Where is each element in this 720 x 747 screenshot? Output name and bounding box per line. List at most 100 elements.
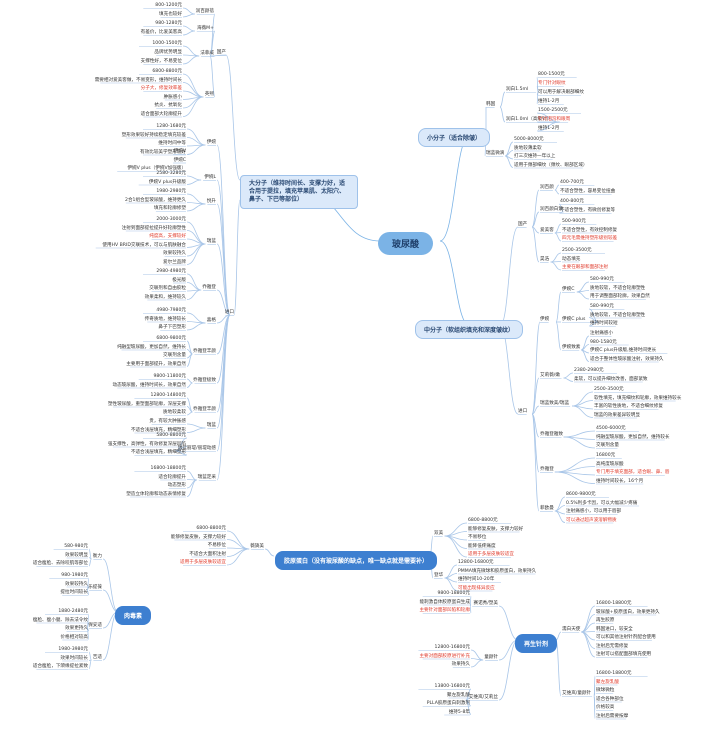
leaf-label: 国产 xyxy=(518,222,528,227)
topic-medium-molecule[interactable]: 中分子（软组织填充和深度皱纹） xyxy=(415,320,524,339)
leaf-label: 5000-8000元 xyxy=(514,137,544,142)
connector-line xyxy=(593,695,596,719)
connector-line xyxy=(499,91,506,108)
leaf-label: 瑞蓝 xyxy=(206,239,216,244)
leaf-label: 维持1-2月 xyxy=(538,126,560,131)
leaf-label: 能降低疼痛度 xyxy=(468,543,496,549)
connector-line xyxy=(554,510,566,523)
leaf-label: 交联剂含量 xyxy=(596,443,619,448)
leaf-label: 伊婉C xyxy=(173,157,186,163)
connector-line xyxy=(531,413,540,473)
connector-line xyxy=(499,106,506,123)
connector-line xyxy=(555,631,562,641)
leaf-label: 2000-3000元 xyxy=(156,217,186,222)
leaf-label: 效果时间较长 xyxy=(60,655,88,661)
leaf-label: 国产 xyxy=(216,50,226,55)
topic-collagen[interactable]: 胶原蛋白（没有玻尿酸的缺点，唯一缺点就是需要补） xyxy=(275,551,438,570)
leaf-label: 瑞蓝 xyxy=(206,423,216,428)
connector-line xyxy=(209,55,216,98)
leaf-label: 需要相对爱美客做，不易变形，维持时间长 xyxy=(94,77,182,83)
connector-line xyxy=(186,144,206,155)
leaf-label: 伊婉致素 xyxy=(562,345,581,350)
leaf-label: 4980-7980元 xyxy=(156,308,186,313)
leaf-label: 菲欧曼 xyxy=(540,506,554,511)
leaf-label: 主要在眼部和面部注射 xyxy=(562,265,608,270)
leaf-label: 注射后需要按摩 xyxy=(596,713,629,719)
leaf-label: 专门针对眼纹 xyxy=(538,81,566,86)
leaf-label: 不适合浅层填充，精细塑形 xyxy=(130,450,186,455)
leaf-label: 昊浩 xyxy=(540,257,550,262)
connector-line xyxy=(216,289,231,316)
connector-line xyxy=(209,30,216,57)
leaf-label: 英熙 xyxy=(204,92,214,97)
connector-line xyxy=(182,55,200,65)
leaf-label: 瑞蓝的效果差异较明显 xyxy=(594,412,640,418)
leaf-label: 可能出现排异反应 xyxy=(458,585,495,591)
leaf-label: 乐提葆 xyxy=(88,585,102,590)
topic-large-molecule[interactable]: 大分子（维持时间长、支撑力好，适合用于提拉，填充苹果肌、太阳穴、鼻子、下巴等部位… xyxy=(240,175,358,209)
connector-line xyxy=(226,548,250,566)
leaf-label: 注射后无需修复 xyxy=(596,643,629,649)
connector-line xyxy=(186,175,202,181)
leaf-label: 伊婉C plus xyxy=(562,317,586,322)
center-node[interactable]: 玻尿酸 xyxy=(378,232,434,255)
leaf-label: 伊婉V plus升级版 xyxy=(148,179,186,185)
leaf-label: 专门用于填充面部，适合眼、鼻、唇 xyxy=(596,470,670,475)
connector-line xyxy=(86,589,90,596)
connector-line xyxy=(175,450,188,456)
leaf-label: 质地较柔软 xyxy=(163,410,186,415)
leaf-label: 玻尿酸+胶原蛋白，效果更持久 xyxy=(596,609,660,615)
leaf-label: 1980-2980元 xyxy=(156,189,186,194)
leaf-label: 不适合塑性，容易变位扭曲 xyxy=(560,189,616,194)
connector-line xyxy=(216,314,231,429)
connector-line xyxy=(186,273,202,291)
leaf-label: 打三次维持一年以上 xyxy=(514,154,556,159)
leaf-label: 2380-2980元 xyxy=(574,368,604,373)
leaf-label: 2580-3280元 xyxy=(156,171,186,176)
connector-line xyxy=(186,378,193,384)
leaf-label: 瑞蓝定采 xyxy=(197,475,216,480)
leaf-label: 效果更持久 xyxy=(65,626,88,631)
leaf-label: 瑞蓝微滴 xyxy=(486,151,505,156)
connector-line xyxy=(550,252,562,263)
connector-line xyxy=(581,631,596,649)
connector-line xyxy=(531,226,540,234)
connector-line xyxy=(88,558,92,567)
leaf-label: 注射痛感小 xyxy=(590,331,613,336)
leaf-label: 效果持久 xyxy=(451,662,470,667)
leaf-label: 能够修复皮肤，支撑力较好 xyxy=(170,534,226,540)
topic-small-molecule[interactable]: 小分子（适合除皱） xyxy=(418,128,491,147)
leaf-label: 薇旖美 xyxy=(250,544,264,549)
leaf-label: 伊婉 xyxy=(206,140,216,145)
leaf-label: 580-990元 xyxy=(590,304,614,309)
leaf-label: 适合瘦脸，下颌缘提拉紧致 xyxy=(32,664,88,669)
connector-line xyxy=(182,45,200,57)
leaf-label: 注射到面部提拉提升好轮廓塑性 xyxy=(121,225,186,231)
topic-regenerative[interactable]: 再生针剂 xyxy=(515,634,558,653)
connector-line xyxy=(444,535,468,558)
leaf-label: 2合1组合型玻尿酸，维持更久 xyxy=(125,197,186,203)
leaf-label: 聚左旋乳酸 xyxy=(596,679,619,685)
leaf-label: 爱尔兰品牌 xyxy=(163,259,186,265)
leaf-label: 进口 xyxy=(518,409,528,414)
leaf-label: 韩国进口，较安全 xyxy=(596,626,633,632)
leaf-label: 艾维岚/童颜针 xyxy=(562,691,592,696)
leaf-label: 鼻子下巴塑形 xyxy=(158,325,186,330)
leaf-label: 丰富的软性质地，不适合细纹修复 xyxy=(594,404,663,409)
leaf-label: 6800-8800元 xyxy=(196,526,226,531)
leaf-label: 580-980元 xyxy=(64,544,88,549)
leaf-label: 维持时间较长，16个月 xyxy=(596,478,644,484)
topic-botox[interactable]: 肉毒素 xyxy=(115,606,152,625)
connector-line xyxy=(182,7,195,15)
leaf-label: 韩国 xyxy=(486,102,496,107)
leaf-label: 软性填充，填充细纹和轮廓，效果维持较长 xyxy=(594,395,682,401)
leaf-label: 用于调整面部轮廓，效果自然 xyxy=(590,294,650,299)
connector-line xyxy=(572,405,594,418)
leaf-label: 润百颜白紫 xyxy=(540,207,563,212)
leaf-label: 聚左旋乳酸 xyxy=(447,692,470,698)
leaf-label: 维持5-8年 xyxy=(448,709,470,715)
connector-line xyxy=(186,479,197,497)
connector-line xyxy=(86,627,90,640)
leaf-label: 适合瘦脸、去除咬肌等部位 xyxy=(32,561,88,566)
